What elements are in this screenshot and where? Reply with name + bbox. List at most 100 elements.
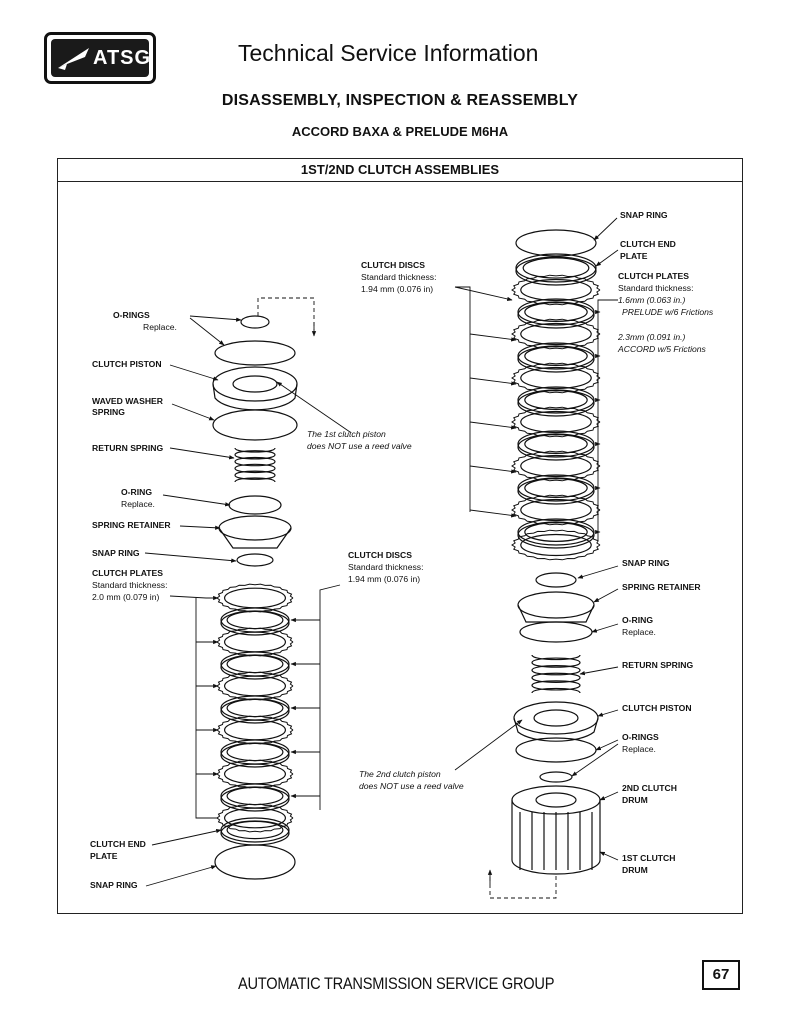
o-ring-large xyxy=(214,340,296,366)
r-clutch-plate-9-inner xyxy=(520,454,592,478)
leader-r-clutch-piston xyxy=(597,709,619,717)
clutch-disc-10-inner xyxy=(226,786,284,806)
r-snap-ring xyxy=(535,572,577,588)
right-labels: SNAP RING CLUTCH END PLATE CLUTCH PLATES… xyxy=(617,210,714,875)
label-clutch-discs-mid-std: Standard thickness: xyxy=(348,562,423,572)
label-o-ring-note: Replace. xyxy=(121,499,155,509)
label-r-clutch-piston: CLUTCH PISTON xyxy=(622,703,692,713)
logo-flag-icon xyxy=(58,48,89,70)
leader-r-plates-bracket xyxy=(597,299,618,540)
clutch-piston-1-hub xyxy=(232,375,278,393)
leader-plates-bracket xyxy=(195,598,218,819)
label-spring-retainer: SPRING RETAINER xyxy=(92,520,171,530)
leader-r-disc-tick-1 xyxy=(469,377,517,386)
r-clutch-plate-11-inner xyxy=(520,498,592,522)
main-heading: DISASSEMBLY, INSPECTION & REASSEMBLY xyxy=(221,92,579,109)
leader-r-o-rings-a xyxy=(595,739,619,751)
label-clutch-plates-val: 2.0 mm (0.079 in) xyxy=(92,592,159,602)
label-waved-washer: WAVED WASHER xyxy=(92,396,164,406)
leader-r-snap-ring xyxy=(593,217,618,241)
drum-top xyxy=(511,785,601,815)
label-r-spring-retainer: SPRING RETAINER xyxy=(622,582,701,592)
label-o-rings: O-RINGS xyxy=(113,310,150,320)
clutch-end-plate-1-inner xyxy=(226,820,284,840)
label-snap-ring-bottom: SNAP RING xyxy=(90,880,138,890)
label-r-plates-val-1: 1.6mm (0.063 in.) xyxy=(618,295,685,305)
r-return-spring xyxy=(531,654,581,694)
assembly-arrow-1 xyxy=(257,297,315,330)
clutch-disc-8-inner xyxy=(226,742,284,762)
leader-discs-mid-bracket xyxy=(319,584,341,810)
r-clutch-disc-12-edge xyxy=(517,521,595,549)
r-clutch-plate-1 xyxy=(511,274,601,306)
label-o-rings-note: Replace. xyxy=(143,322,177,332)
drum-body xyxy=(511,800,601,875)
r-clutch-disc-4 xyxy=(517,342,595,370)
label-r-return-spring: RETURN SPRING xyxy=(622,660,693,670)
leader-clutch-piston xyxy=(169,364,219,381)
leader-o-rings-a xyxy=(189,315,242,322)
r-clutch-disc-6-edge xyxy=(517,389,595,417)
leader-r-return-spring xyxy=(579,666,619,676)
clutch-end-plate-2-edge xyxy=(515,256,597,286)
clutch-piston-1-body xyxy=(212,383,298,411)
label-r-o-ring: O-RING xyxy=(622,615,653,625)
r-clutch-plate-5 xyxy=(511,362,601,394)
leader-o-rings-b xyxy=(189,317,225,346)
snap-ring-top-2 xyxy=(515,229,597,257)
r-clutch-disc-12-inner xyxy=(524,522,588,542)
o-ring-small xyxy=(240,315,270,329)
clutch-disc-6-inner xyxy=(226,698,284,718)
footer-org: AUTOMATIC TRANSMISSION SERVICE GROUP xyxy=(238,974,555,993)
spring-retainer-1 xyxy=(218,515,292,541)
leader-piston-note xyxy=(276,381,351,433)
label-r-o-rings-note: Replace. xyxy=(622,744,656,754)
leader-waved-washer xyxy=(171,403,215,421)
leader-r-end-plate xyxy=(595,249,619,267)
r-clutch-disc-10-inner xyxy=(524,478,588,498)
r-clutch-plate-9 xyxy=(511,450,601,482)
r-clutch-piston-body xyxy=(513,717,599,742)
snap-ring-bottom-1 xyxy=(214,844,296,880)
return-spring-1 xyxy=(234,447,276,483)
clutch-plate-11-inner xyxy=(224,807,287,829)
page-number: 67 xyxy=(702,960,740,990)
label-clutch-discs-top-std: Standard thickness: xyxy=(361,272,436,282)
r-clutch-disc-2 xyxy=(517,298,595,326)
label-clutch-end-plate: CLUTCH END xyxy=(90,839,146,849)
r-clutch-plate-3-inner xyxy=(520,322,592,346)
r-clutch-plate-5-inner xyxy=(520,366,592,390)
r-clutch-plate-13 xyxy=(511,529,601,561)
center-labels: CLUTCH DISCS Standard thickness: 1.94 mm… xyxy=(307,260,464,791)
r-clutch-disc-4-edge xyxy=(517,345,595,373)
label-piston2-note-2: does NOT use a reed valve xyxy=(359,781,464,791)
leader-discs-top xyxy=(454,286,513,302)
clutch-disc-4-inner xyxy=(226,654,284,674)
leader-r-disc-tick-3 xyxy=(469,465,517,474)
leader-return-spring xyxy=(169,447,235,460)
left-labels: O-RINGS Replace. CLUTCH PISTON WAVED WAS… xyxy=(90,310,177,890)
r-clutch-disc-8 xyxy=(517,430,595,458)
sub-heading: ACCORD BAXA & PRELUDE M6HA xyxy=(291,124,509,139)
r-clutch-piston xyxy=(513,701,599,735)
r-o-ring xyxy=(519,621,593,643)
r-clutch-disc-6-inner xyxy=(524,390,588,410)
r-spring-retainer-body xyxy=(517,604,595,623)
leader-spring-retainer xyxy=(179,525,221,530)
drum-hub xyxy=(535,792,577,808)
label-r-drum-1st: 1ST CLUTCH xyxy=(622,853,675,863)
page-header-title: Technical Service Information xyxy=(238,40,539,66)
clutch-end-plate-2-inner xyxy=(522,257,590,279)
leader-discs-top-bracket xyxy=(455,286,471,512)
r-clutch-plate-7 xyxy=(511,406,601,438)
label-piston-note-2: does NOT use a reed valve xyxy=(307,441,412,451)
label-r-plates-val-1-note: PRELUDE w/6 Frictions xyxy=(622,307,714,317)
r-clutch-disc-4-inner xyxy=(524,346,588,366)
figure-frame: 1ST/2ND CLUTCH ASSEMBLIES xyxy=(57,158,743,914)
label-o-ring: O-RING xyxy=(121,487,152,497)
leader-r-disc-tick-0 xyxy=(469,333,517,342)
r-clutch-disc-6 xyxy=(517,386,595,414)
label-piston-note-1: The 1st clutch piston xyxy=(307,429,386,439)
label-r-plates-val-2: 2.3mm (0.091 in.) xyxy=(617,332,685,342)
